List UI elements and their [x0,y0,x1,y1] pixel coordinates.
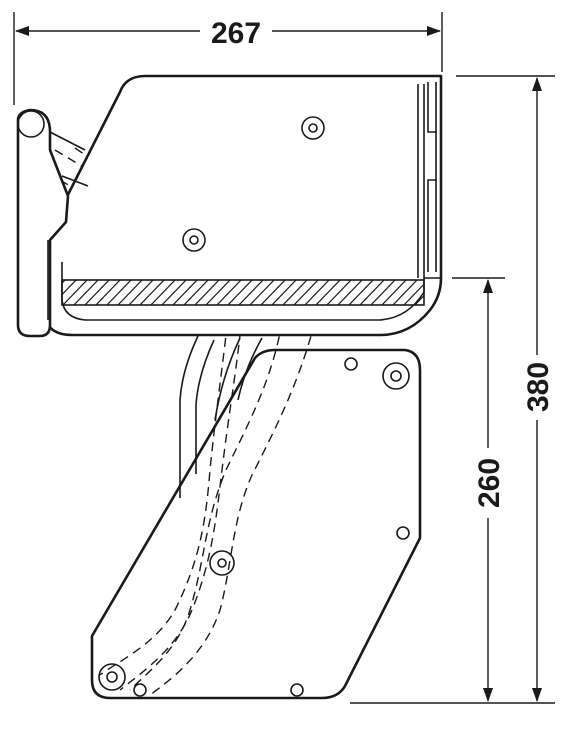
hatch-line [62,280,88,305]
tray-pivot-right [301,116,325,140]
hatch-line [117,280,143,305]
hatch-line [370,280,396,305]
hatch-line [62,280,77,296]
hatch-line [161,280,187,305]
hatch-line [359,280,385,305]
hatch-line [194,280,220,305]
hatch-line [414,294,424,305]
front-panel [16,108,89,338]
base-hole-right [396,526,410,540]
tray-pivot-left [182,228,206,252]
hatch-line [238,280,264,305]
base-plate [90,348,422,700]
shelf-board [61,279,425,306]
hatch-line [183,280,209,305]
hatch-line [348,280,374,305]
hatch-line [271,280,297,305]
hatch-line [403,283,424,305]
hatch-line [84,280,110,305]
lower-height-label: 260 [473,458,506,508]
arm-middle-pivot [209,550,235,576]
hatch-line [260,280,286,305]
hatch-line [282,280,308,305]
hatch-line [458,279,484,306]
base-pivot-bottom-left [98,663,126,691]
hatch-line [205,280,231,305]
front-hinge-pivot [17,110,45,138]
hatch-line [150,280,176,305]
hatch-line [447,279,473,306]
hatch-line [293,280,319,305]
lower-height-dimension [452,277,505,702]
hatch-line [73,280,99,305]
shelf-hatching [62,279,484,306]
width-dimension [13,12,443,105]
tray [43,74,484,337]
hatch-line [304,280,330,305]
hatch-line [227,280,253,305]
hatch-line [95,280,121,305]
hatch-line [392,280,418,305]
hatch-line [106,280,132,305]
hatch-line [216,280,242,305]
total-height-label: 380 [522,362,555,412]
hatch-line [337,280,363,305]
hatch-line [139,280,165,305]
lift-arms [179,335,263,498]
base-hole-top [344,357,358,371]
hatch-line [249,280,275,305]
hatch-line [381,280,407,305]
hatch-line [172,280,198,305]
base-hole-bottom-left [133,683,147,697]
base-hole-bottom [290,683,304,697]
hatch-line [326,280,352,305]
hatch-line [128,280,154,305]
total-height-dimension [350,75,555,704]
hatch-line [315,280,341,305]
base-pivot-top-right [382,362,410,390]
width-dimension-label: 267 [211,17,261,50]
